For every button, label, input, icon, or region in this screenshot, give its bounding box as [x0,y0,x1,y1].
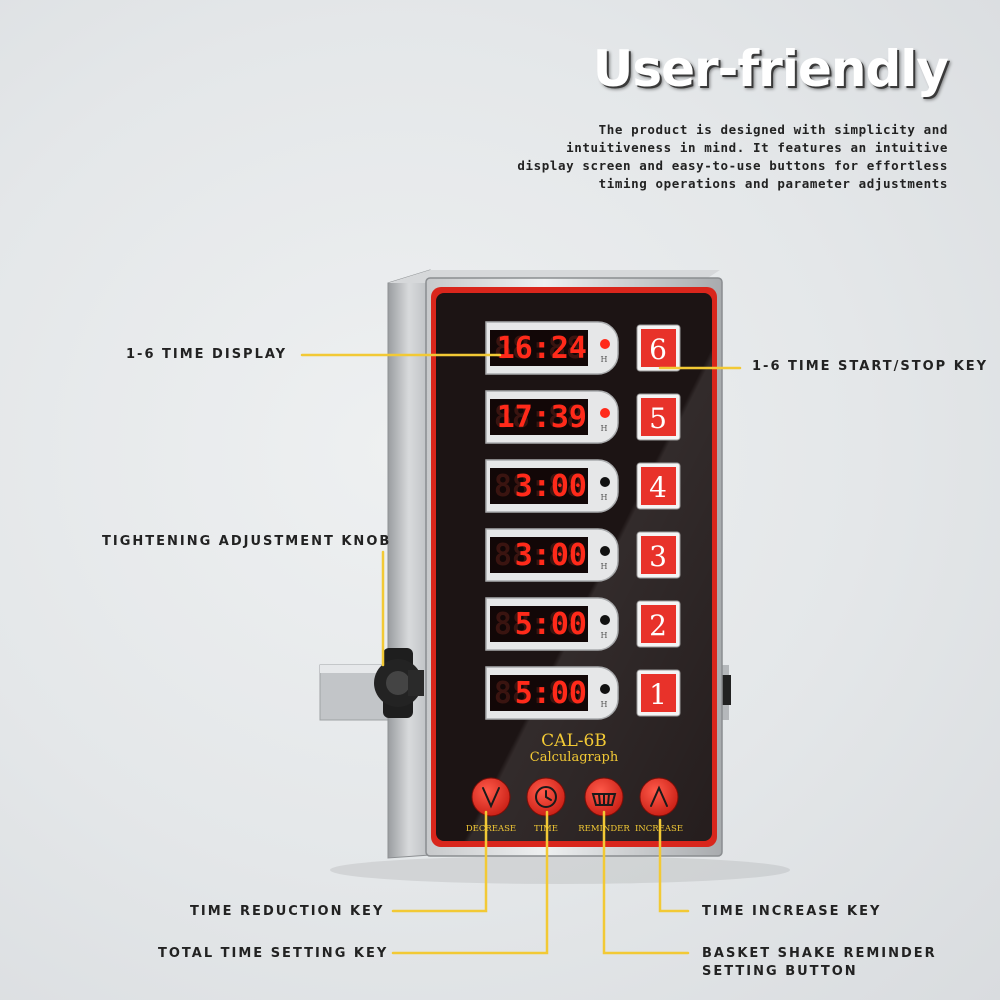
start-stop-key-5[interactable]: 5 [636,393,681,441]
time-display [490,399,588,435]
status-led [600,615,610,625]
line-increase [658,818,690,913]
callout-basket-2: SETTING BUTTON [702,964,858,979]
line-total-time [391,810,549,955]
segment-ghost: 88:88 [494,331,584,366]
time-value: 3:00 [515,538,587,573]
callout-start-stop: 1-6 TIME START/STOP KEY [752,359,989,374]
callout-knob: TIGHTENING ADJUSTMENT KNOB [102,534,392,549]
segment-ghost: 88:88 [494,607,584,642]
decrease-button[interactable]: DECREASE [466,777,516,834]
button-label: DECREASE [466,824,516,834]
key-label: 1 [649,678,667,711]
basket-icon [591,793,617,806]
time-display [490,537,588,573]
key-label: 3 [649,540,667,573]
segment-ghost: 88:88 [494,676,584,711]
callout-reduction: TIME REDUCTION KEY [190,904,385,919]
chevron-down-icon [482,787,500,809]
hour-indicator-label: H [601,700,608,709]
key-label: 4 [649,471,667,504]
time-value: 5:00 [515,607,587,642]
status-led [600,408,610,418]
status-led [600,684,610,694]
key-label: 2 [649,609,667,642]
time-display [490,675,588,711]
hour-indicator-label: H [601,424,608,433]
time-value: 16:24 [497,331,587,366]
line-basket [602,810,690,955]
time-value: 5:00 [515,676,587,711]
hour-indicator-label: H [601,562,608,571]
key-label: 5 [649,402,667,435]
callout-increase: TIME INCREASE KEY [702,904,882,919]
callout-time-display: 1-6 TIME DISPLAY [126,347,288,362]
start-stop-key-1[interactable]: 1 [636,669,681,717]
model-subtitle: Calculagraph [530,750,619,765]
segment-ghost: 88:88 [494,469,584,504]
page-description: The product is designed with simplicity … [517,122,948,191]
status-led [600,546,610,556]
line-reduction [391,810,488,913]
chevron-up-icon [650,785,668,807]
clock-icon [535,786,557,808]
start-stop-key-4[interactable]: 4 [636,462,681,510]
key-label: 6 [649,333,667,366]
status-led [600,477,610,487]
time-value: 17:39 [497,400,587,435]
hour-indicator-label: H [601,355,608,364]
callout-basket-1: BASKET SHAKE REMINDER [702,946,937,961]
time-display [490,330,588,366]
tightening-knob[interactable] [374,648,424,718]
page-title: User-friendly [592,40,949,98]
time-display [490,468,588,504]
model-label: CAL-6B [541,731,607,751]
hour-indicator-label: H [601,493,608,502]
start-stop-key-6[interactable]: 6 [636,324,681,372]
start-stop-key-3[interactable]: 3 [636,531,681,579]
segment-ghost: 88:88 [494,400,584,435]
status-led [600,339,610,349]
time-value: 3:00 [515,469,587,504]
start-stop-key-2[interactable]: 2 [636,600,681,648]
time-display [490,606,588,642]
segment-ghost: 88:88 [494,538,584,573]
hour-indicator-label: H [601,631,608,640]
callout-total-time: TOTAL TIME SETTING KEY [158,946,389,961]
